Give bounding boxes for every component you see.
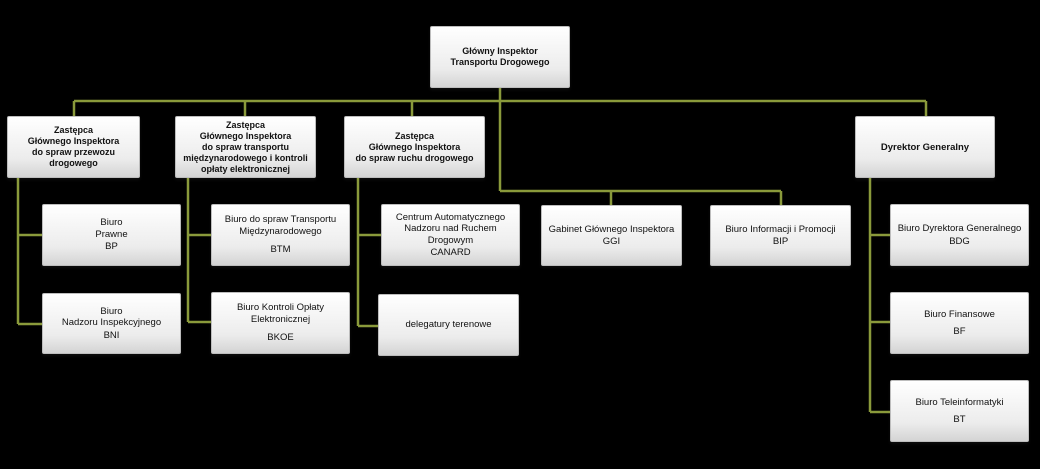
unit-bf: Biuro Finansowe BF — [890, 292, 1029, 354]
unit-line: delegatury terenowe — [405, 319, 492, 331]
unit-bip: Biuro Informacji i Promocji BIP — [710, 205, 851, 266]
unit-line: Nadzoru Inspekcyjnego — [61, 317, 162, 329]
unit-line: Biuro Kontroli Opłaty — [236, 302, 325, 314]
unit-bdg: Biuro Dyrektora Generalnego BDG — [890, 204, 1029, 266]
deputy-line: Zastępca — [394, 130, 435, 141]
deputy-node-road-traffic: Zastępca Głównego Inspektora do spraw ru… — [344, 116, 485, 178]
unit-delegatury: delegatury terenowe — [378, 294, 519, 356]
unit-code: BNI — [103, 329, 120, 341]
unit-line: Biuro — [100, 217, 123, 229]
unit-line: Gabinet Głównego Inspektora — [548, 223, 675, 235]
unit-code: BKOE — [267, 332, 294, 344]
unit-code: BTM — [270, 244, 291, 256]
unit-line: Centrum Automatycznego — [395, 211, 506, 223]
unit-line: Drogowym — [427, 234, 474, 246]
top-node-line: Transportu Drogowego — [450, 57, 550, 67]
top-node-main-inspector: Główny Inspektor Transportu Drogowego — [430, 26, 570, 88]
director-general-node: Dyrektor Generalny — [855, 116, 995, 178]
unit-code: BIP — [772, 236, 789, 247]
deputy-line: opłaty elektronicznej — [200, 163, 291, 174]
unit-line: Elektronicznej — [250, 313, 311, 325]
unit-code: BP — [105, 241, 118, 253]
deputy-line: do spraw ruchu drogowego — [355, 152, 474, 163]
unit-line: Biuro Teleinformatyki — [915, 396, 1004, 408]
deputy-line: międzynarodowego i kontroli — [183, 152, 308, 163]
deputy-line: do spraw transportu — [201, 141, 289, 152]
unit-line: Biuro Informacji i Promocji — [725, 223, 836, 235]
deputy-line: Zastępca — [53, 125, 94, 135]
unit-ggi: Gabinet Głównego Inspektora GGI — [541, 205, 682, 266]
unit-code: BF — [953, 326, 966, 337]
deputy-line: do spraw przewozu — [31, 147, 115, 157]
unit-bt: Biuro Teleinformatyki BT — [890, 380, 1029, 442]
unit-btm: Biuro do spraw Transportu Międzynarodowe… — [211, 204, 350, 266]
unit-bni: Biuro Nadzoru Inspekcyjnego BNI — [42, 293, 181, 354]
unit-line: Biuro Dyrektora Generalnego — [897, 223, 1022, 234]
deputy-line: Głównego Inspektora — [368, 141, 461, 152]
unit-line: Biuro Finansowe — [924, 308, 995, 320]
deputy-node-transport: Zastępca Głównego Inspektora do spraw pr… — [7, 116, 140, 178]
deputy-line: drogowego — [49, 158, 98, 168]
unit-line: Nadzoru nad Ruchem — [404, 223, 497, 234]
unit-bp: Biuro Prawne BP — [42, 204, 181, 266]
deputy-node-international: Zastępca Głównego Inspektora do spraw tr… — [175, 116, 316, 178]
unit-line: Prawne — [95, 228, 128, 240]
unit-canard: Centrum Automatycznego Nadzoru nad Ruche… — [381, 204, 520, 266]
top-node-line: Główny Inspektor — [462, 46, 538, 56]
deputy-line: Głównego Inspektora — [27, 136, 120, 146]
unit-code: CANARD — [430, 247, 471, 258]
unit-code: GGI — [602, 236, 621, 247]
deputy-line: Głównego Inspektora — [199, 130, 292, 141]
deputy-line: Zastępca — [225, 119, 266, 130]
director-label: Dyrektor Generalny — [880, 141, 970, 153]
unit-code: BDG — [949, 235, 970, 247]
unit-bkoe: Biuro Kontroli Opłaty Elektronicznej BKO… — [211, 292, 350, 354]
unit-code: BT — [953, 414, 966, 425]
unit-line: Biuro — [100, 305, 123, 317]
unit-line: Międzynarodowego — [239, 225, 322, 237]
unit-line: Biuro do spraw Transportu — [224, 214, 337, 226]
